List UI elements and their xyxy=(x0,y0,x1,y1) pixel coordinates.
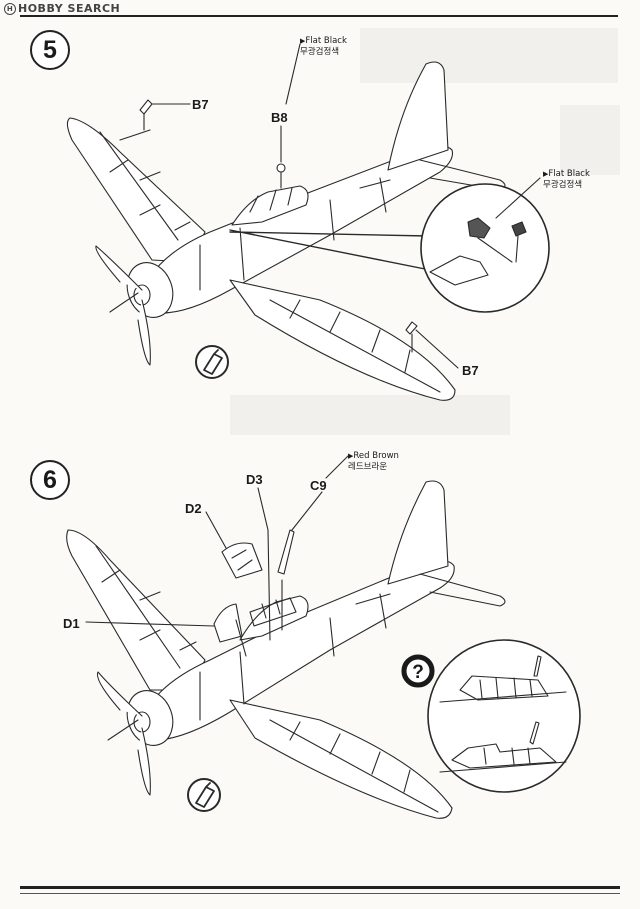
step-6-left-wing-panels xyxy=(95,545,197,669)
step-6-horizontal-stabilizer xyxy=(355,573,506,607)
step-5-propeller xyxy=(95,245,151,366)
question-icon-inner xyxy=(405,658,431,684)
step-6-detail-antenna-bottom xyxy=(529,721,540,745)
step-5-part-b7-top xyxy=(139,99,153,115)
step-5-detail-leaders xyxy=(477,177,541,263)
step-5-detail-view xyxy=(229,177,550,313)
step-6-cockpit-interior xyxy=(249,597,297,627)
step-6-part-c9 xyxy=(277,529,295,575)
step-6-number: 6 xyxy=(30,460,70,500)
step-6-part-d2 xyxy=(221,542,263,579)
step-5-fuselage-panels xyxy=(199,177,387,291)
glue-icon-step-6 xyxy=(187,778,221,812)
part-label-d2: D2 xyxy=(185,501,202,516)
step-5-aircraft xyxy=(66,43,506,401)
label-text: D3 xyxy=(246,472,263,487)
paint-pointer-icon: ▶ xyxy=(348,452,354,460)
step-5-vertical-tail xyxy=(387,61,449,171)
step-5-leader-b7-top xyxy=(143,103,191,131)
paint-note-english: Flat Black xyxy=(548,169,590,179)
part-label-b7-bottom: B7 xyxy=(462,363,479,378)
step-6-leader-c9 xyxy=(281,491,323,631)
step-6-fuselage-panels xyxy=(199,593,387,721)
bleed-through-block xyxy=(560,105,620,175)
paint-pointer-icon: ▶ xyxy=(300,37,306,45)
step-6-aircraft xyxy=(66,455,506,819)
step-5-detail-circle xyxy=(420,183,550,313)
glue-icon-step-5 xyxy=(195,345,229,379)
step-5-detail-part xyxy=(467,217,491,239)
step-5-fuselage xyxy=(139,145,454,314)
part-label-c9: C9 xyxy=(310,478,327,493)
label-text: B7 xyxy=(462,363,479,378)
label-text: D1 xyxy=(63,616,80,631)
step-6-propeller xyxy=(96,671,151,796)
paint-note-korean: 무광검정색 xyxy=(543,180,583,190)
bleed-through-block xyxy=(230,395,510,435)
step-5-left-wing xyxy=(66,117,206,263)
step-5-right-wing-panels xyxy=(269,299,441,393)
step-6-leader-d1 xyxy=(85,619,247,657)
question-mark: ? xyxy=(412,662,424,683)
part-label-b8: B8 xyxy=(271,110,288,125)
step-5-part-b7-bottom xyxy=(405,321,418,335)
step-6-fuselage xyxy=(139,560,455,741)
step-6-leader-paint-c9 xyxy=(325,455,349,479)
bleed-through-block xyxy=(360,28,618,83)
part-label-d1: D1 xyxy=(63,616,80,631)
step-6-detail-canopy-closed-frames xyxy=(483,747,531,765)
step-5-detail-paint-note: ▶Flat Black 무광검정색 xyxy=(543,169,590,191)
step-5-canopy xyxy=(231,185,309,226)
step-6-leader-d2 xyxy=(205,511,227,549)
step-5-part-b8 xyxy=(276,163,286,173)
step-6-detail-canopy-open-frames xyxy=(479,677,533,699)
step-6-left-wing xyxy=(66,529,206,691)
step-5-canopy-frames xyxy=(249,187,293,213)
step-6-detail-fuselage-lines xyxy=(439,691,567,773)
part-label-b7-top: B7 xyxy=(192,97,209,112)
label-text: D2 xyxy=(185,501,202,516)
step-5-detail-part-small xyxy=(511,221,527,237)
step-6-right-wing-panels xyxy=(269,719,439,813)
step-6-leader-d3 xyxy=(257,487,271,641)
label-text: B7 xyxy=(192,97,209,112)
step-5-detail-seat xyxy=(429,255,489,286)
step-6-detail-circle xyxy=(427,639,581,793)
question-icon-step-6 xyxy=(401,654,435,688)
step-5-number-text: 5 xyxy=(43,36,57,64)
label-text: B8 xyxy=(271,110,288,125)
part-label-d3: D3 xyxy=(246,472,263,487)
glue-tube-icon xyxy=(203,349,223,375)
step-6-part-d1 xyxy=(213,603,243,643)
step-6-paint-note: ▶Red Brown 레드브라운 xyxy=(348,451,399,473)
bottom-rule-thin xyxy=(20,893,620,894)
label-text: C9 xyxy=(310,478,327,493)
step-6-number-text: 6 xyxy=(43,466,57,494)
step-5-number: 5 xyxy=(30,30,70,70)
step-6-vertical-tail xyxy=(387,480,449,585)
step-6-detail-view xyxy=(427,639,581,793)
watermark-text: HOBBY SEARCH xyxy=(18,2,121,15)
step-5-paint-note: ▶Flat Black 무광검정색 xyxy=(300,36,347,58)
paint-note-english: Flat Black xyxy=(305,36,347,46)
step-5-leader-paint-b8 xyxy=(285,43,301,105)
step-5-leader-b7-bottom xyxy=(411,329,459,369)
step-6-cockpit-opening xyxy=(239,595,309,641)
bottom-rule-thick xyxy=(20,886,620,889)
paint-note-english: Red Brown xyxy=(353,451,399,461)
step-6-detail-antenna-top xyxy=(533,655,542,677)
step-5-left-wing-panels xyxy=(99,129,191,241)
paint-pointer-icon: ▶ xyxy=(543,170,549,178)
glue-tube-icon xyxy=(195,782,215,808)
paint-note-korean: 무광검정색 xyxy=(300,47,340,57)
top-rule xyxy=(20,15,618,17)
paint-note-korean: 레드브라운 xyxy=(348,462,388,472)
step-6-part-d2-frames xyxy=(231,549,253,571)
